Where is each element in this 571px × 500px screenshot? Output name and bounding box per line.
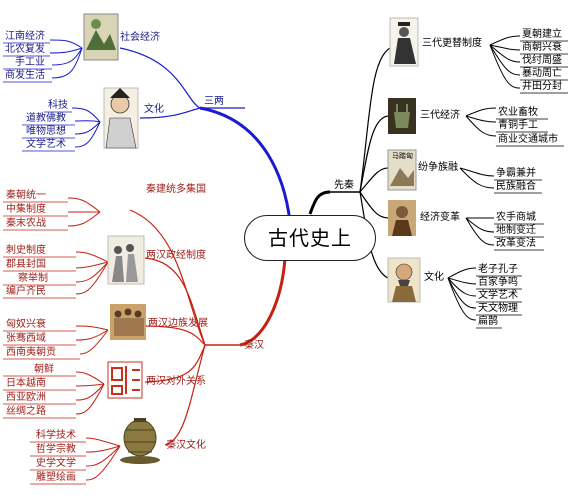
branch-qinhan[interactable]: 秦汉 — [244, 340, 264, 351]
leaf[interactable]: 伐纣周盛 — [522, 55, 562, 66]
leaf[interactable]: 哲学宗教 — [36, 444, 76, 455]
node-politics[interactable]: 两汉政经制度 — [146, 250, 206, 261]
leaf[interactable]: 争霸兼并 — [496, 168, 536, 179]
leaf[interactable]: 秦朝统一 — [6, 190, 46, 201]
node-qinhan-culture[interactable]: 秦汉文化 — [166, 440, 206, 451]
leaf[interactable]: 改革变法 — [496, 238, 536, 249]
seismograph-icon — [120, 418, 160, 464]
leaf[interactable]: 唯物思想 — [26, 126, 66, 137]
leaf[interactable]: 郡县封国 — [6, 259, 46, 270]
bronze-ding-icon — [388, 98, 416, 134]
node-reform[interactable]: 经济变革 — [420, 212, 460, 223]
seal-script-icon — [107, 361, 143, 399]
leaf[interactable]: 秦末农战 — [6, 218, 46, 229]
leaf[interactable]: 编户齐民 — [6, 286, 46, 297]
node-frontier[interactable]: 两汉边族发展 — [148, 318, 208, 329]
philosopher-icon — [388, 200, 416, 236]
leaf[interactable]: 西南夷朝贡 — [6, 347, 56, 358]
node-sanliang-culture[interactable]: 文化 — [144, 104, 164, 115]
leaf[interactable]: 科技 — [48, 100, 68, 111]
scholar-portrait-icon — [103, 87, 139, 149]
leaf[interactable]: 刺史制度 — [6, 245, 46, 256]
node-xianqin-culture[interactable]: 文化 — [424, 272, 444, 283]
leaf[interactable]: 百家争鸣 — [478, 277, 518, 288]
leaf[interactable]: 北农复发 — [5, 44, 45, 55]
leaf[interactable]: 文学艺术 — [478, 290, 518, 301]
leaf[interactable]: 天文物理 — [478, 303, 518, 314]
leaf[interactable]: 手工业 — [15, 57, 45, 68]
ancient-king-icon — [389, 17, 419, 67]
leaf[interactable]: 夏朝建立 — [522, 29, 562, 40]
leaf[interactable]: 扁鹊 — [478, 316, 498, 327]
node-foreign[interactable]: 两汉对外关系 — [146, 376, 206, 387]
branch-sanliang[interactable]: 三两 — [204, 96, 224, 107]
leaf[interactable]: 老子孔子 — [478, 264, 518, 275]
trunk-qinhan — [239, 257, 287, 347]
leaf[interactable]: 青铜手工 — [498, 120, 538, 131]
landscape-painting-icon — [83, 13, 119, 61]
node-qin[interactable]: 秦建统多集国 — [146, 184, 206, 195]
terracotta-army-icon — [110, 304, 146, 340]
confucius-icon — [387, 257, 421, 303]
leaf[interactable]: 雕塑绘画 — [36, 472, 76, 483]
war-pic-caption: 马踏匈 — [392, 152, 413, 160]
leaf[interactable]: 商发生活 — [5, 70, 45, 81]
trunk-sanliang — [199, 106, 292, 223]
leaf[interactable]: 朝鲜 — [34, 364, 54, 375]
leaf[interactable]: 道教佛教 — [26, 113, 66, 124]
leaf[interactable]: 农业畜牧 — [498, 107, 538, 118]
node-war[interactable]: 纷争族融 — [418, 162, 458, 173]
leaf[interactable]: 文学艺术 — [26, 139, 66, 150]
leaf[interactable]: 地制变迁 — [496, 225, 536, 236]
leaf[interactable]: 匈奴兴衰 — [6, 319, 46, 330]
leaf[interactable]: 商业交通城市 — [498, 134, 558, 145]
branch-xianqin[interactable]: 先秦 — [334, 180, 354, 191]
center-topic[interactable]: 古代史上 — [244, 215, 376, 261]
leaf[interactable]: 民族融合 — [496, 181, 536, 192]
leaf[interactable]: 西亚欧洲 — [6, 392, 46, 403]
leaf[interactable]: 丝绸之路 — [6, 406, 46, 417]
node-dynasty-change[interactable]: 三代更替制度 — [422, 38, 482, 49]
leaf[interactable]: 察举制 — [18, 273, 48, 284]
leaf[interactable]: 中集制度 — [6, 204, 46, 215]
leaf[interactable]: 暴动周亡 — [522, 68, 562, 79]
trunk-xianqin — [308, 190, 331, 215]
node-economy[interactable]: 三代经济 — [420, 110, 460, 121]
leaf[interactable]: 日本越南 — [6, 378, 46, 389]
node-social-economy[interactable]: 社会经济 — [120, 32, 160, 43]
leaf[interactable]: 科学技术 — [36, 430, 76, 441]
leaf[interactable]: 农手商城 — [496, 212, 536, 223]
leaf[interactable]: 史学文学 — [36, 458, 76, 469]
warriors-group-icon — [107, 235, 145, 285]
leaf[interactable]: 井田分封 — [522, 81, 562, 92]
leaf[interactable]: 商朝兴衰 — [522, 42, 562, 53]
war-scene-icon — [387, 149, 417, 191]
leaf[interactable]: 张骞西域 — [6, 333, 46, 344]
leaf[interactable]: 江南经济 — [5, 31, 45, 42]
